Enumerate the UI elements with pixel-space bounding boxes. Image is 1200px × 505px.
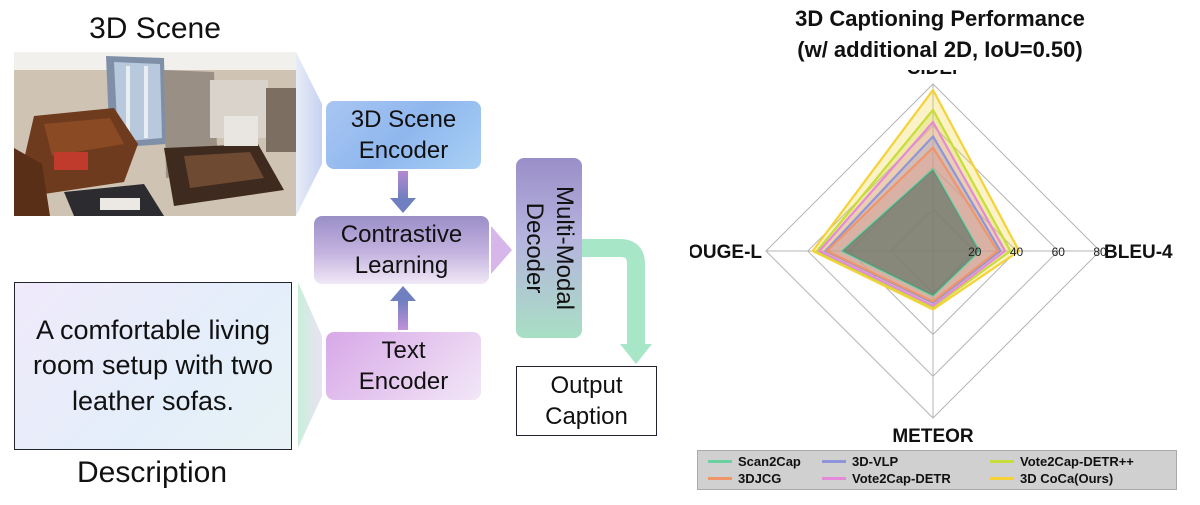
legend-item: Scan2Cap — [708, 454, 801, 469]
multimodal-decoder-box: Multi-Modal Decoder — [516, 158, 582, 338]
legend-label: 3D-VLP — [852, 454, 899, 469]
legend-item: 3D CoCa(Ours) — [990, 471, 1113, 486]
legend-item: Vote2Cap-DETR++ — [990, 454, 1134, 469]
contrastive-learning-label: Contrastive Learning — [340, 220, 463, 279]
scene-encoder-label: 3D Scene Encoder — [350, 105, 457, 164]
scene-title: 3D Scene — [89, 12, 221, 45]
series-3d-vlp — [823, 134, 1002, 305]
legend-label: 3D CoCa(Ours) — [1020, 471, 1114, 486]
legend-item: 3D-VLP — [822, 454, 898, 469]
diagram-arrows — [296, 52, 652, 448]
tick-label: 20 — [968, 245, 982, 259]
text-encoder-label: Text Encoder — [358, 336, 449, 395]
scene-encoder-box: 3D Scene Encoder — [326, 101, 481, 169]
contrastive-to-decoder-arrow — [491, 226, 512, 274]
axis-label-bleu-4: BLEU-4 — [1104, 242, 1173, 263]
inner-overlap — [842, 169, 980, 296]
output-caption-box: Output Caption — [516, 366, 657, 436]
tick-label: 60 — [1052, 245, 1066, 259]
scene-image — [14, 52, 296, 216]
legend-swatch — [990, 460, 1014, 463]
legend-label: Vote2Cap-DETR — [852, 471, 951, 486]
legend-swatch — [990, 477, 1014, 480]
description-text: A comfortable living room setup with two… — [32, 315, 274, 416]
chart-title: 3D Captioning Performance (w/ additional… — [795, 6, 1085, 62]
legend-label: Vote2Cap-DETR++ — [1020, 454, 1134, 469]
tick-label: 40 — [1010, 245, 1024, 259]
axis-label-meteor: METEOR — [892, 426, 974, 447]
legend-item: 3DJCG — [708, 471, 781, 486]
description-box: A comfortable living room setup with two… — [14, 282, 292, 450]
legend-label: 3DJCG — [738, 471, 782, 486]
description-label: Description — [76, 456, 228, 489]
output-caption-label: Output Caption — [545, 371, 628, 430]
series-scan2cap — [840, 167, 981, 298]
series-3djcg — [825, 145, 1000, 303]
chart-legend: Scan2Cap 3D-VLP Vote2Cap-DETR++ 3DJCG Vote2C… — [697, 450, 1177, 490]
series-vote2cap-detr- — [815, 107, 1012, 309]
text-to-encoder-arrow — [298, 282, 322, 448]
axis-label-cider: CIDEr — [907, 70, 960, 79]
decoder-to-output-arrow — [582, 239, 645, 346]
series-vote2cap-detr — [817, 120, 1007, 307]
legend-swatch — [708, 477, 732, 480]
text-encoder-box: Text Encoder — [326, 332, 481, 400]
contrastive-learning-box: Contrastive Learning — [314, 216, 489, 284]
legend-swatch — [822, 477, 846, 480]
scene-to-encoder-arrow — [296, 52, 322, 216]
series-3d-coca-ours- — [811, 88, 1021, 311]
legend-label: Scan2Cap — [738, 454, 801, 469]
legend-item: Vote2Cap-DETR — [822, 471, 951, 486]
tick-label: 80 — [1093, 245, 1107, 259]
legend-swatch — [708, 460, 732, 463]
legend-swatch — [822, 460, 846, 463]
